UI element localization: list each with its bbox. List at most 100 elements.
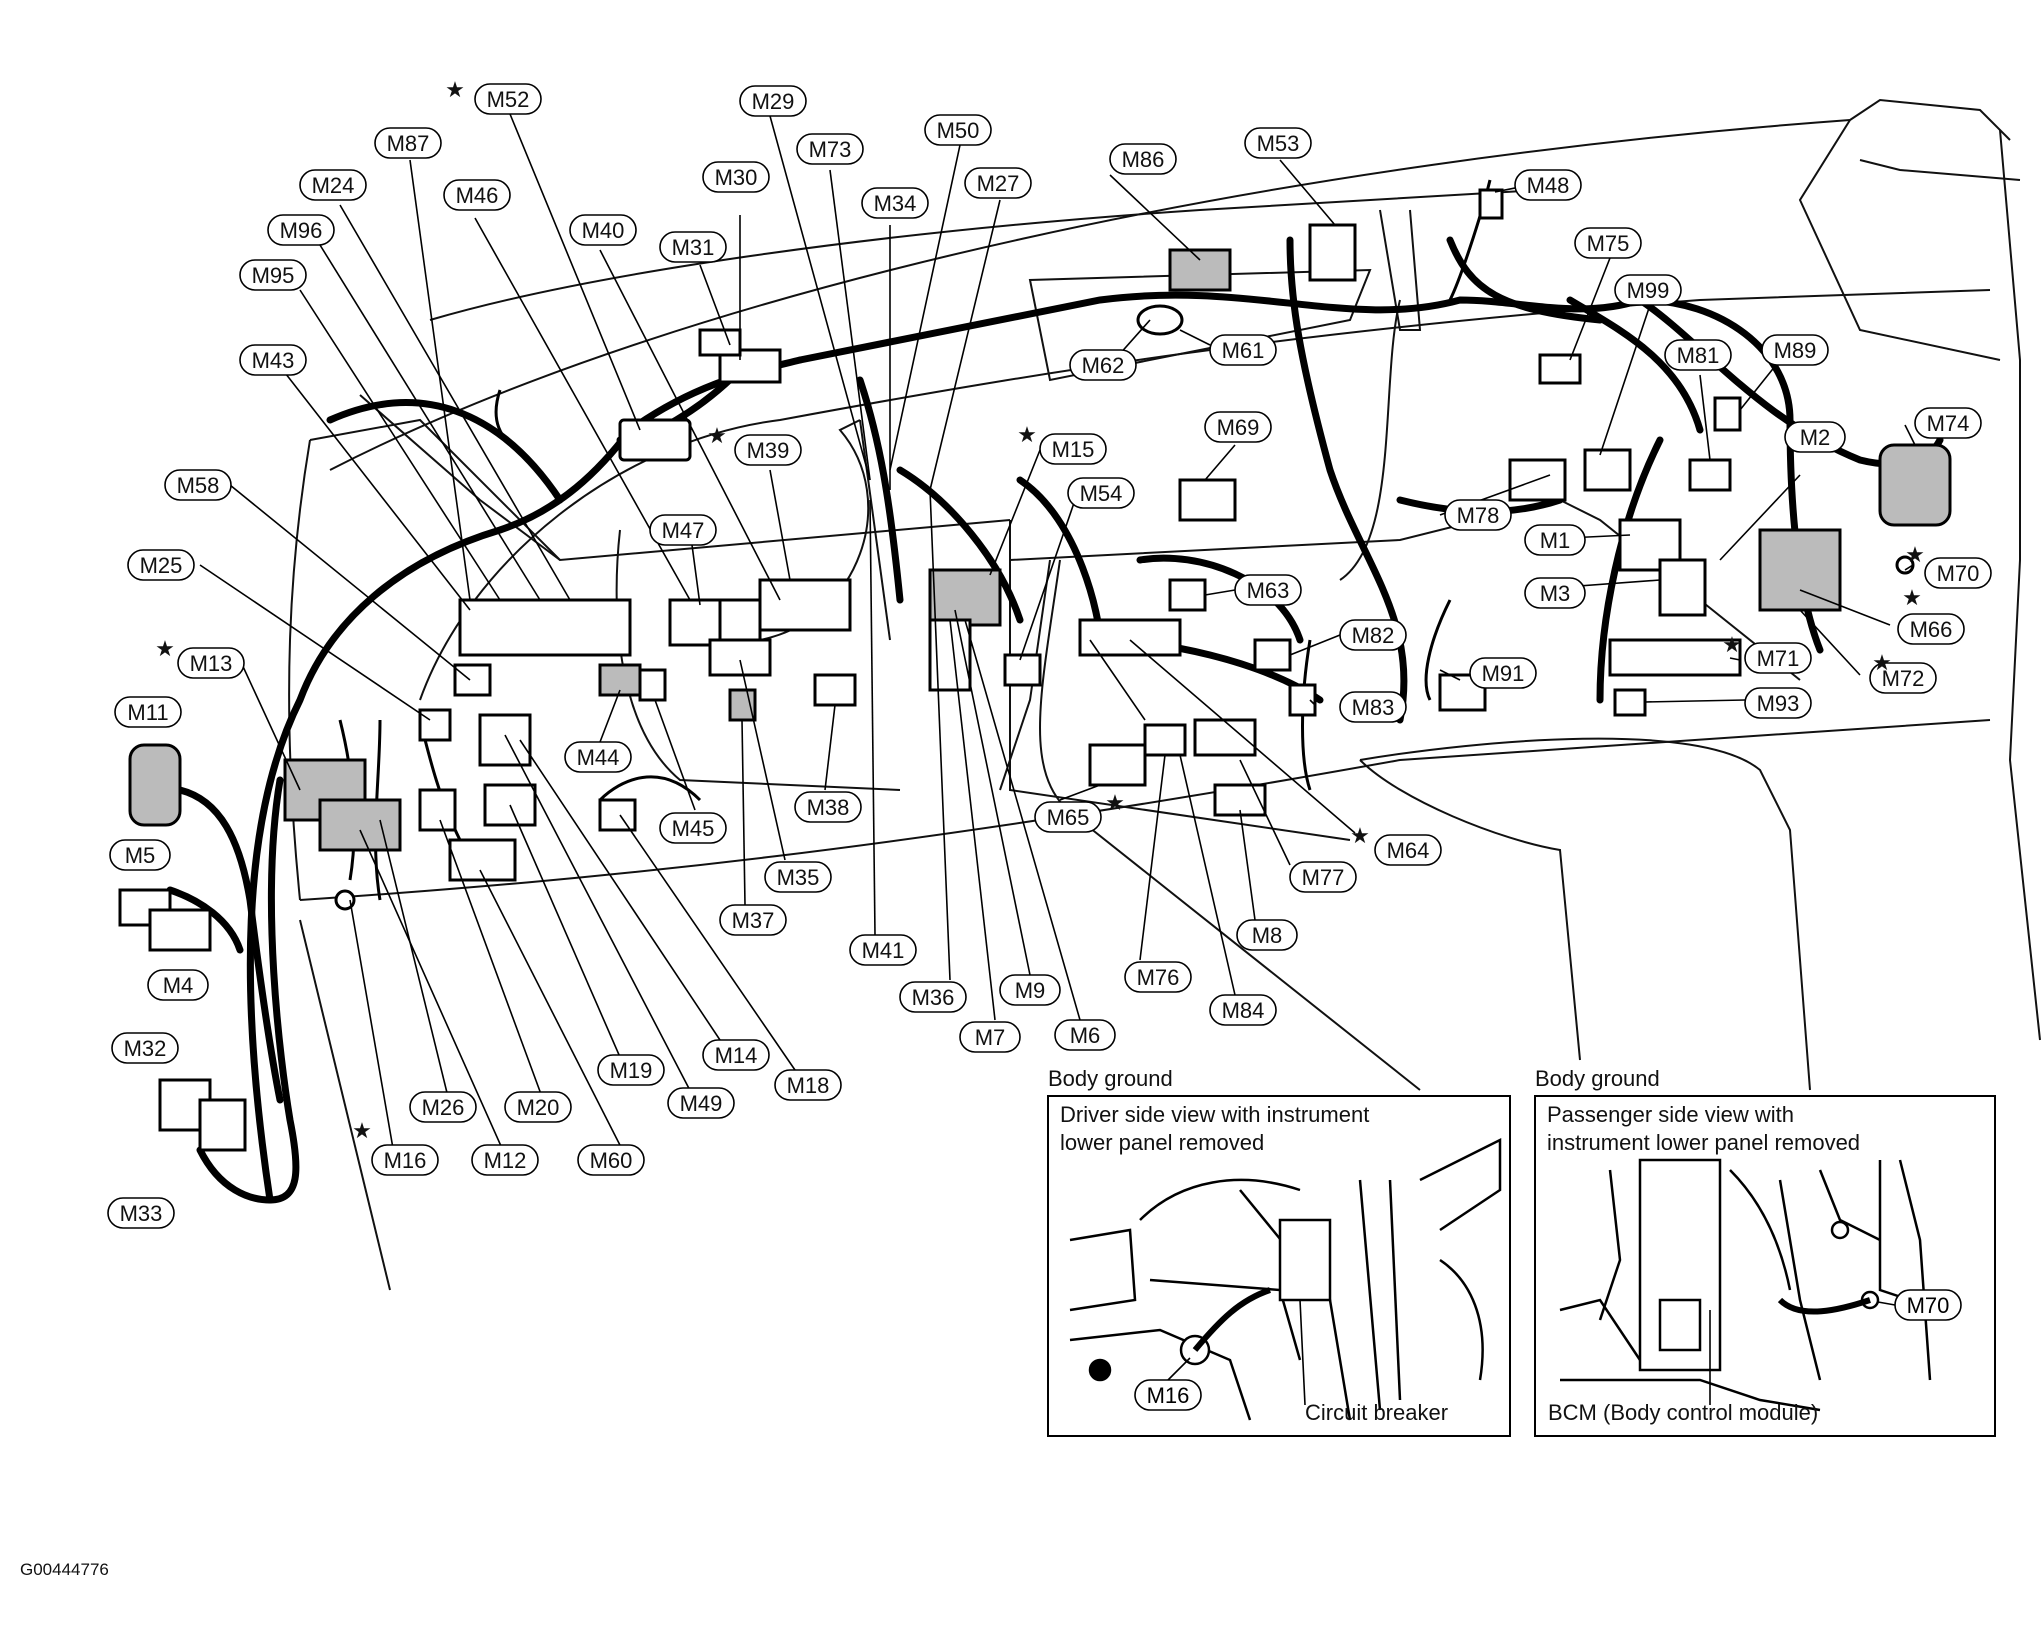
label-M2: M2 bbox=[1784, 421, 1846, 453]
connector-M19-body bbox=[483, 783, 537, 827]
label-M27: M27 bbox=[964, 167, 1032, 199]
svg-text:★: ★ bbox=[1722, 632, 1742, 657]
label-M44: M44 bbox=[564, 741, 632, 773]
svg-text:M29: M29 bbox=[752, 89, 795, 114]
label-M89: M89 bbox=[1761, 334, 1829, 366]
label-M75: M75 bbox=[1574, 227, 1642, 259]
svg-text:M50: M50 bbox=[937, 118, 980, 143]
svg-text:★: ★ bbox=[352, 1118, 372, 1143]
label-M53: M53 bbox=[1244, 127, 1312, 159]
connector-M99-body bbox=[1583, 448, 1632, 492]
label-M15: M15★ bbox=[1017, 422, 1107, 465]
svg-text:M54: M54 bbox=[1080, 481, 1123, 506]
connector-M3-body bbox=[1658, 558, 1707, 617]
svg-text:M91: M91 bbox=[1482, 661, 1525, 686]
connector-M43-body bbox=[458, 598, 632, 657]
inset-driver-side: Body ground Driver side view with instru… bbox=[1047, 1066, 1511, 1437]
inset-passenger-side: Body ground Passenger side view with ins… bbox=[1534, 1066, 1996, 1437]
connector-M58-body bbox=[453, 663, 492, 697]
connector-M62-body bbox=[1136, 304, 1184, 336]
label-M60: M60 bbox=[577, 1144, 645, 1176]
svg-text:M82: M82 bbox=[1352, 623, 1395, 648]
svg-text:M70: M70 bbox=[1907, 1293, 1950, 1318]
svg-text:M15: M15 bbox=[1052, 437, 1095, 462]
svg-text:M95: M95 bbox=[252, 263, 295, 288]
connector-M71-body bbox=[1608, 638, 1742, 677]
svg-text:M74: M74 bbox=[1927, 411, 1970, 436]
label-M33: M33 bbox=[107, 1197, 175, 1229]
label-M19: M19 bbox=[597, 1054, 665, 1086]
svg-text:M72: M72 bbox=[1882, 666, 1925, 691]
svg-text:M4: M4 bbox=[163, 973, 194, 998]
connector-M47-body bbox=[668, 598, 722, 647]
connector-M52-body bbox=[618, 418, 692, 462]
label-M47: M47 bbox=[649, 514, 717, 546]
svg-text:M30: M30 bbox=[715, 165, 758, 190]
label-M63: M63 bbox=[1234, 574, 1302, 606]
label-M77: M77 bbox=[1289, 861, 1357, 893]
connector-M81-body bbox=[1688, 458, 1732, 492]
svg-text:M25: M25 bbox=[140, 553, 183, 578]
svg-text:M58: M58 bbox=[177, 473, 220, 498]
svg-text:M16: M16 bbox=[1147, 1383, 1190, 1408]
inset-passenger-title-2: instrument lower panel removed bbox=[1547, 1130, 1860, 1155]
connector-M63-body bbox=[1168, 578, 1207, 612]
label-M50: M50 bbox=[924, 114, 992, 146]
connector-M18-body bbox=[598, 798, 637, 832]
svg-text:M6: M6 bbox=[1070, 1023, 1101, 1048]
inset-driver-title-1: Driver side view with instrument bbox=[1060, 1102, 1369, 1127]
label-M72: M72★ bbox=[1869, 650, 1937, 694]
inset-passenger-heading: Body ground bbox=[1535, 1066, 1660, 1091]
label-M41: M41 bbox=[849, 934, 917, 966]
svg-text:M8: M8 bbox=[1252, 923, 1283, 948]
connector-M14-body bbox=[478, 713, 532, 767]
connector-M11-body bbox=[128, 743, 182, 827]
label-M69: M69 bbox=[1204, 411, 1272, 443]
label-M49: M49 bbox=[667, 1087, 735, 1119]
connector-M83-body bbox=[1288, 683, 1317, 717]
svg-text:M86: M86 bbox=[1122, 147, 1165, 172]
svg-text:M83: M83 bbox=[1352, 695, 1395, 720]
label-M95: M95 bbox=[239, 259, 307, 291]
svg-text:M47: M47 bbox=[662, 518, 705, 543]
connector-M20-body bbox=[418, 788, 457, 832]
label-M7: M7 bbox=[959, 1021, 1021, 1053]
connector-M54-body bbox=[1003, 653, 1042, 687]
svg-text:M46: M46 bbox=[456, 183, 499, 208]
svg-text:M52: M52 bbox=[487, 87, 530, 112]
svg-text:M5: M5 bbox=[125, 843, 156, 868]
label-M38: M38 bbox=[794, 791, 862, 823]
svg-text:M36: M36 bbox=[912, 985, 955, 1010]
svg-text:M73: M73 bbox=[809, 137, 852, 162]
label-M24: M24 bbox=[299, 169, 367, 201]
connector-M78-body bbox=[1508, 458, 1567, 502]
svg-text:M87: M87 bbox=[387, 131, 430, 156]
svg-text:M12: M12 bbox=[484, 1148, 527, 1173]
svg-text:M27: M27 bbox=[977, 171, 1020, 196]
label-M70: M70★ bbox=[1905, 542, 1992, 589]
connector-M31-body bbox=[698, 328, 742, 357]
label-M99: M99 bbox=[1614, 274, 1682, 306]
label-M31: M31 bbox=[659, 231, 727, 263]
svg-text:M84: M84 bbox=[1222, 998, 1265, 1023]
connector-M64-body bbox=[1078, 618, 1182, 657]
svg-text:M81: M81 bbox=[1677, 343, 1720, 368]
connector-M65-body bbox=[1088, 743, 1147, 787]
dashboard-outline bbox=[288, 98, 2041, 1291]
label-M71: M71★ bbox=[1722, 632, 1812, 674]
svg-text:M89: M89 bbox=[1774, 338, 1817, 363]
svg-text:M33: M33 bbox=[120, 1201, 163, 1226]
label-M78: M78 bbox=[1444, 499, 1512, 531]
svg-text:M16: M16 bbox=[384, 1148, 427, 1173]
label-M4: M4 bbox=[147, 969, 209, 1001]
connector-M2-body bbox=[1758, 528, 1842, 612]
svg-text:M48: M48 bbox=[1527, 173, 1570, 198]
connector-M77-body bbox=[1193, 718, 1257, 757]
connector-M60-body bbox=[448, 838, 517, 882]
label-M29: M29 bbox=[739, 85, 807, 117]
connector-M45-body bbox=[638, 668, 667, 702]
svg-text:M70: M70 bbox=[1937, 561, 1980, 586]
svg-text:M64: M64 bbox=[1387, 838, 1430, 863]
connector-M7-body bbox=[928, 618, 972, 692]
svg-text:M3: M3 bbox=[1540, 581, 1571, 606]
